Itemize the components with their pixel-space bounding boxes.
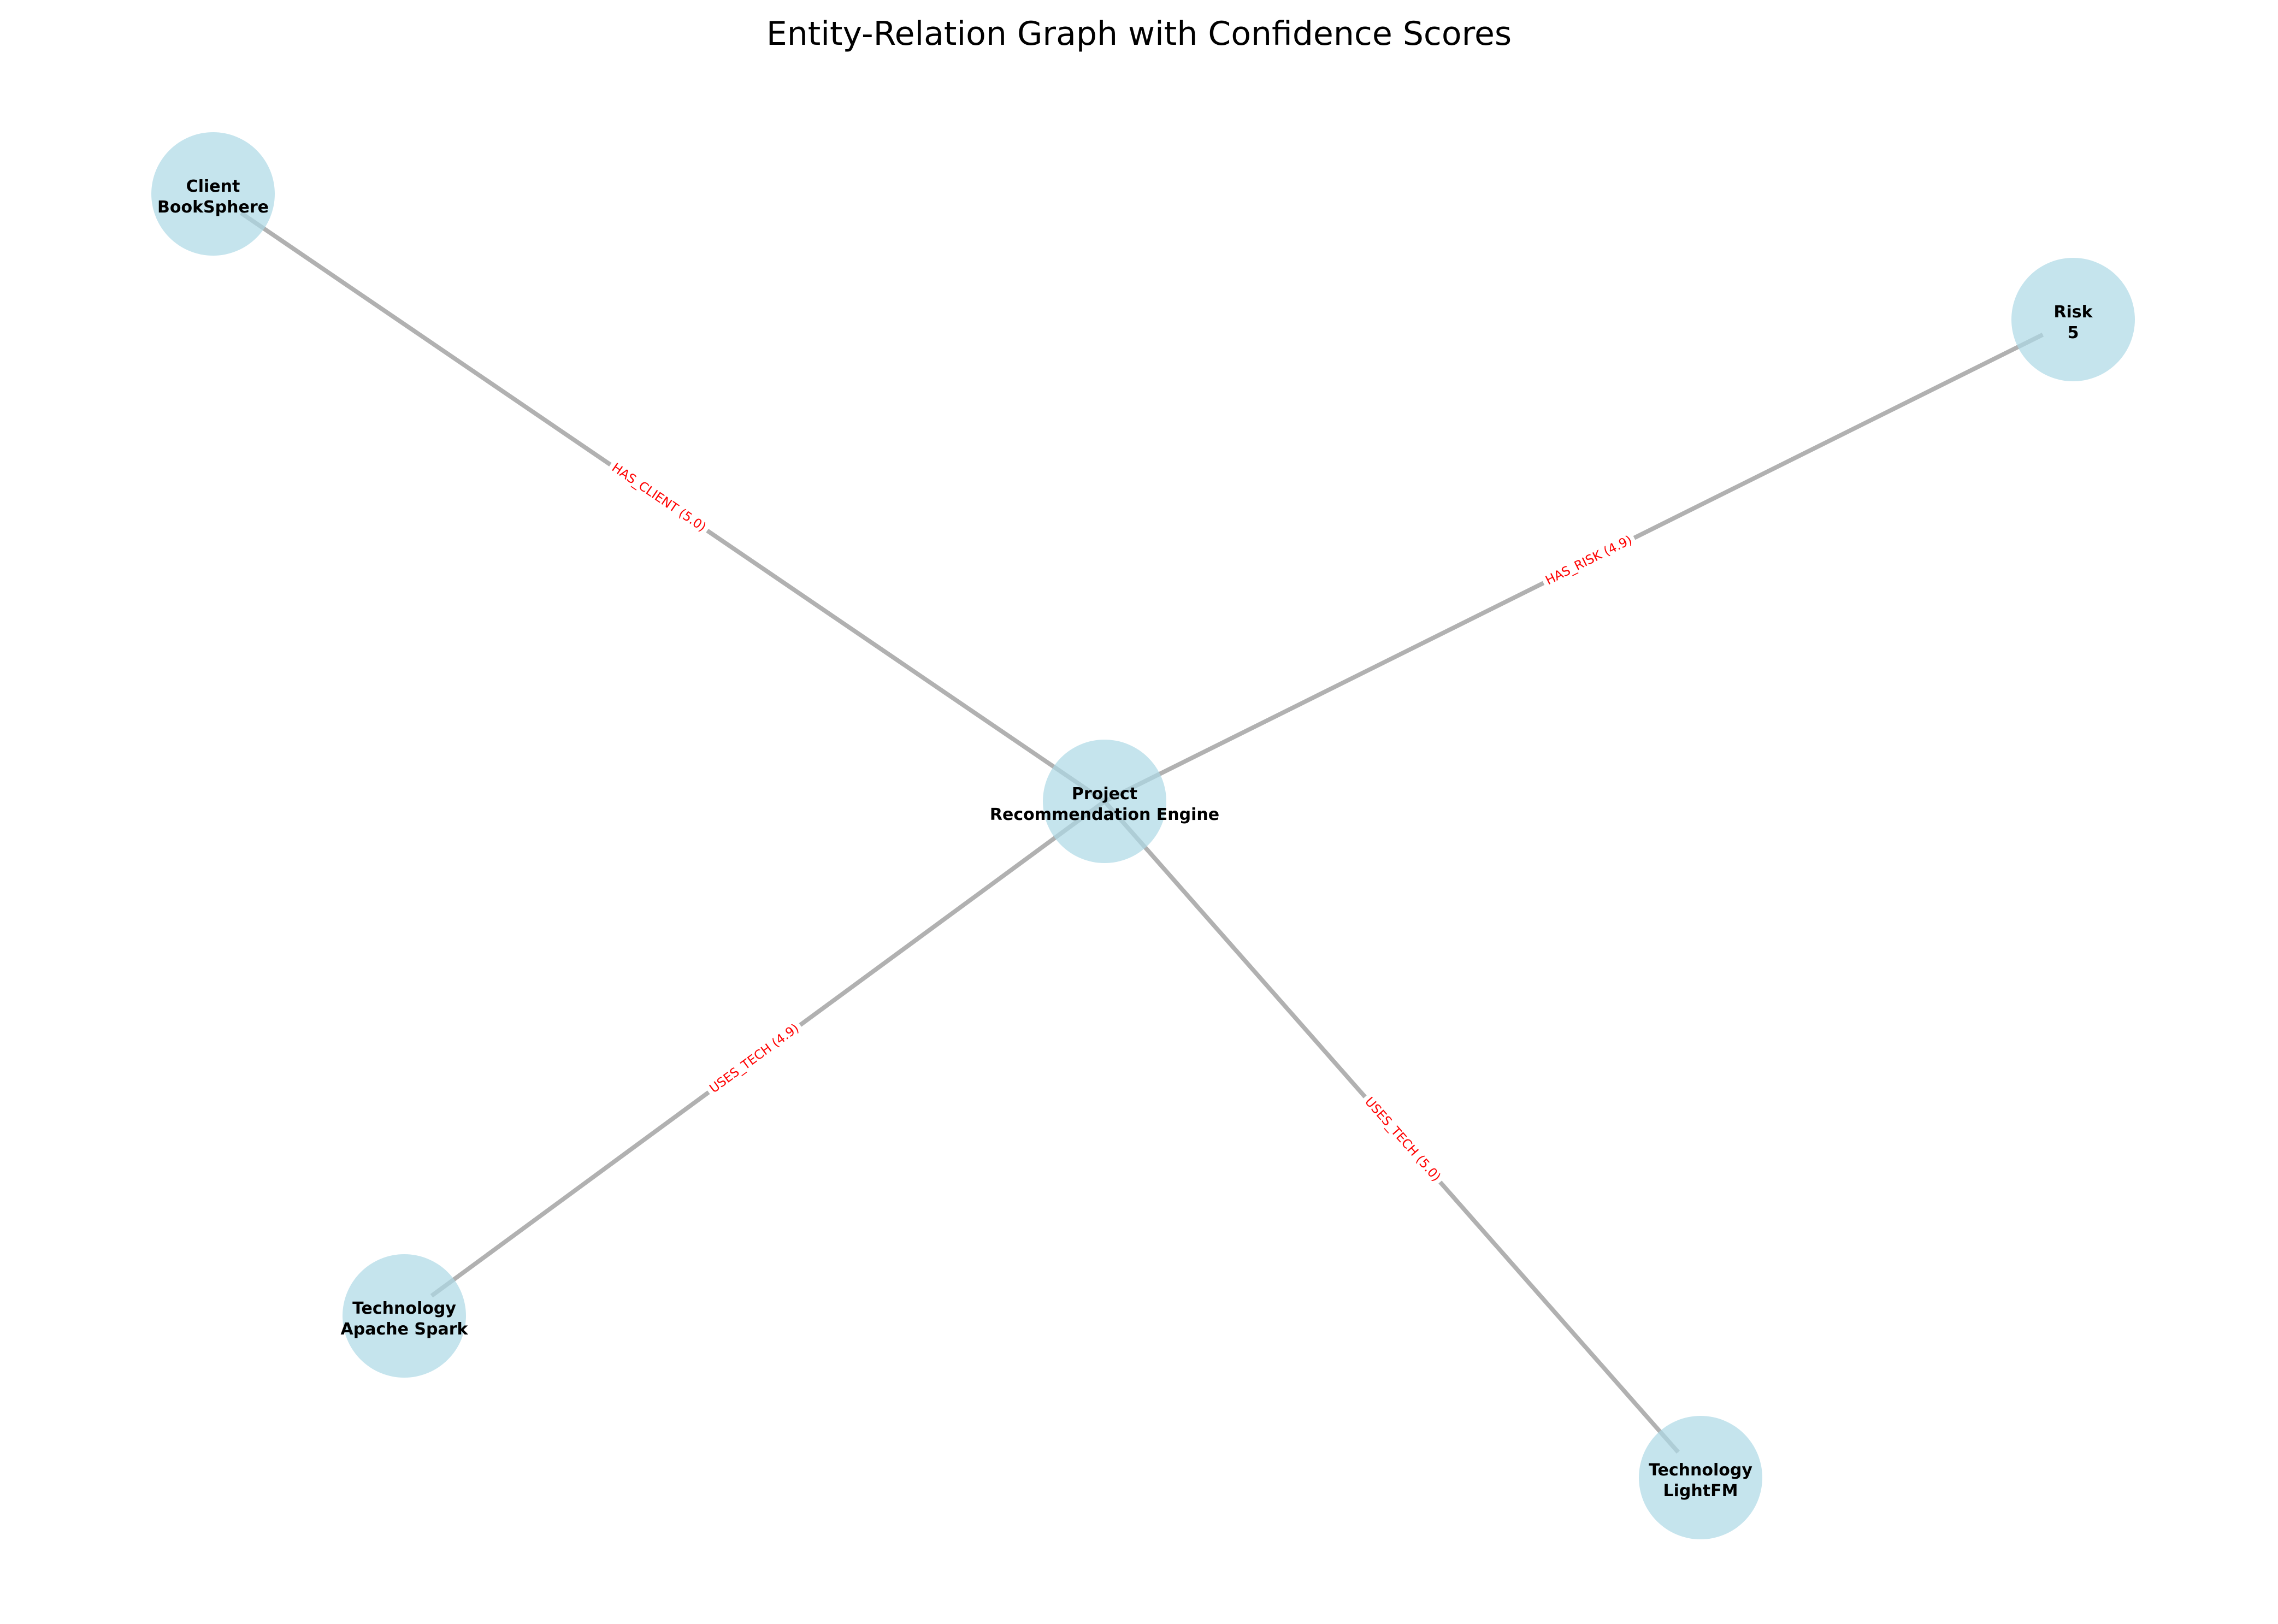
node-name-label: Apache Spark xyxy=(341,1320,469,1339)
node-name-label: BookSphere xyxy=(157,198,269,217)
edge-label-text: HAS_RISK (4.9) xyxy=(1543,533,1634,588)
edge-label-project-risk: HAS_RISK (4.9) xyxy=(1539,530,1638,590)
edge-label-background xyxy=(605,458,712,538)
edge-label-project-lightfm: USES_TECH (5.0) xyxy=(1359,1091,1447,1188)
node-type-label: Technology xyxy=(1649,1461,1752,1480)
edge-label-background xyxy=(704,1018,805,1099)
node-type-label: Risk xyxy=(2053,303,2093,322)
edge-label-background xyxy=(1359,1091,1447,1188)
edge-label-text: HAS_CLIENT (5.0) xyxy=(609,460,709,534)
node-circle xyxy=(343,1254,466,1378)
node-name-label: Recommendation Engine xyxy=(990,805,1219,824)
edge-label-project-client: HAS_CLIENT (5.0) xyxy=(605,458,712,538)
node-circle xyxy=(151,132,275,256)
node-circle xyxy=(1639,1416,1762,1539)
edge-label-text: USES_TECH (4.9) xyxy=(707,1021,801,1096)
node-circle xyxy=(2011,258,2135,381)
node-type-label: Client xyxy=(186,177,240,196)
node-name-label: LightFM xyxy=(1663,1481,1738,1501)
nodes-layer: ClientBookSphereRisk5ProjectRecommendati… xyxy=(151,132,2135,1539)
edge-label-project-spark: USES_TECH (4.9) xyxy=(704,1018,805,1099)
edge-label-background xyxy=(1539,530,1638,590)
node-name-label: 5 xyxy=(2068,323,2079,342)
node-type-label: Technology xyxy=(352,1299,456,1318)
node-circle xyxy=(1043,740,1166,863)
edge-label-text: USES_TECH (5.0) xyxy=(1362,1095,1443,1184)
node-type-label: Project xyxy=(1072,784,1137,804)
graph-title: Entity-Relation Graph with Confidence Sc… xyxy=(766,15,1512,53)
